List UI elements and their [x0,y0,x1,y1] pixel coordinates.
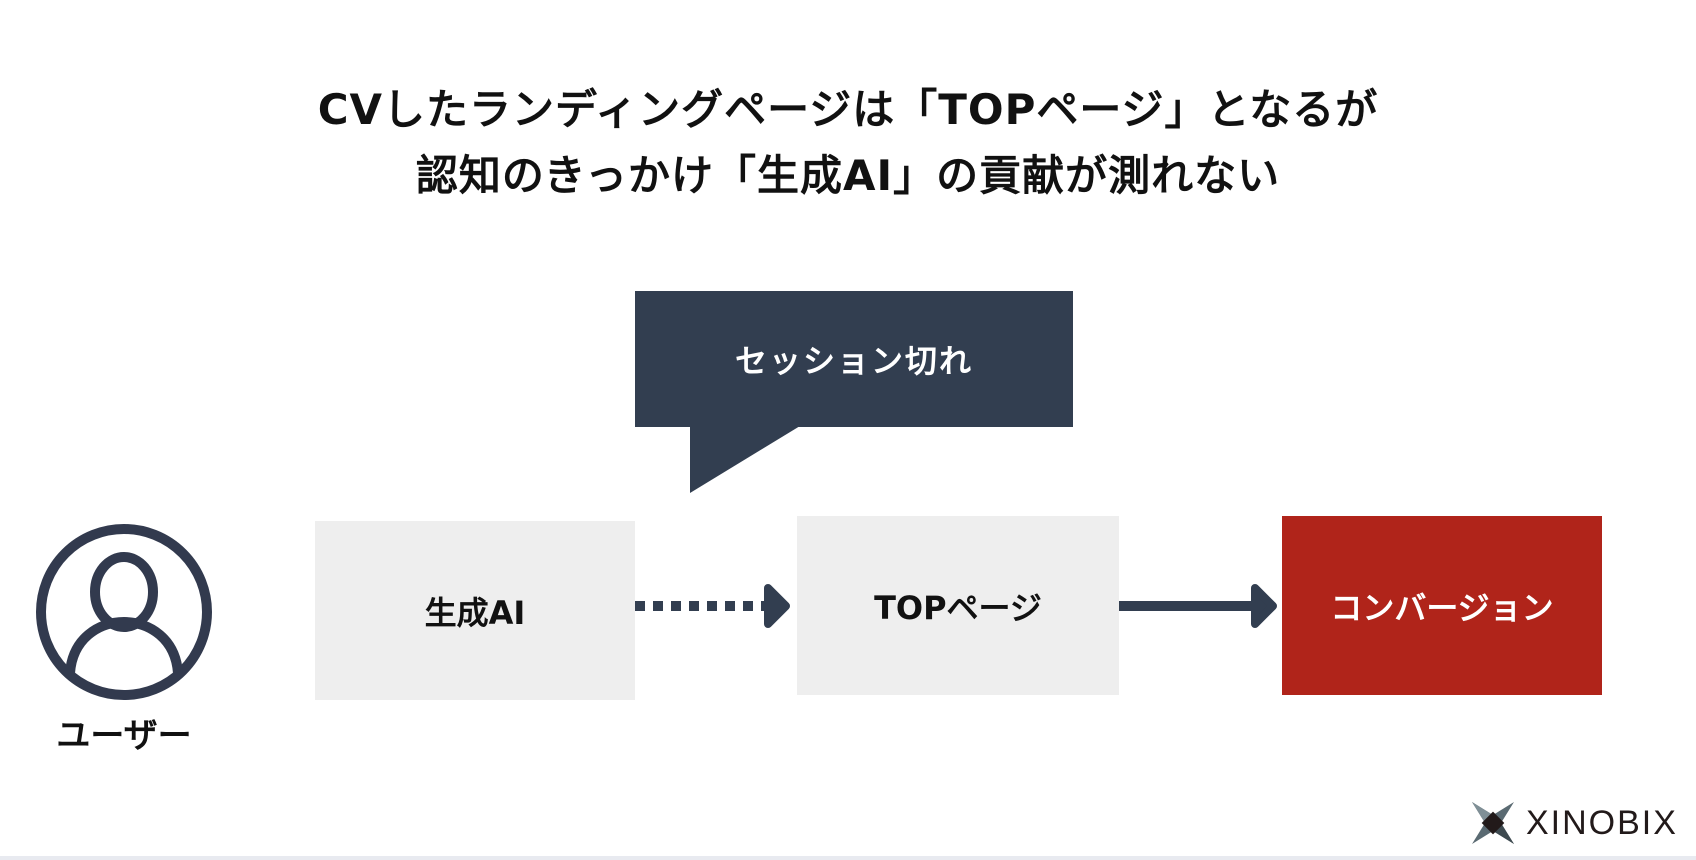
title-line-1: CVしたランディングページは「TOPページ」となるが [317,85,1379,134]
title-line-2: 認知のきっかけ「生成AI」の貢献が測れない [415,151,1281,200]
landing-box-top-page: TOPページ [797,516,1119,695]
landing-label: TOPページ [874,588,1042,627]
user-icon [36,524,212,700]
solid-arrow [1119,584,1277,628]
source-label: 生成AI [424,593,526,632]
bottom-divider [0,856,1696,860]
dotted-arrow [635,584,790,628]
source-box-generative-ai: 生成AI [315,521,635,700]
callout-bubble [635,291,1073,493]
xinobix-logo: XINOBIX [1470,800,1678,846]
user-label: ユーザー [56,716,192,756]
shuriken-icon [1472,802,1514,844]
logo-text: XINOBIX [1526,803,1678,842]
callout-text: セッション切れ [734,342,973,380]
conversion-box: コンバージョン [1282,516,1602,695]
conversion-label: コンバージョン [1330,588,1554,627]
